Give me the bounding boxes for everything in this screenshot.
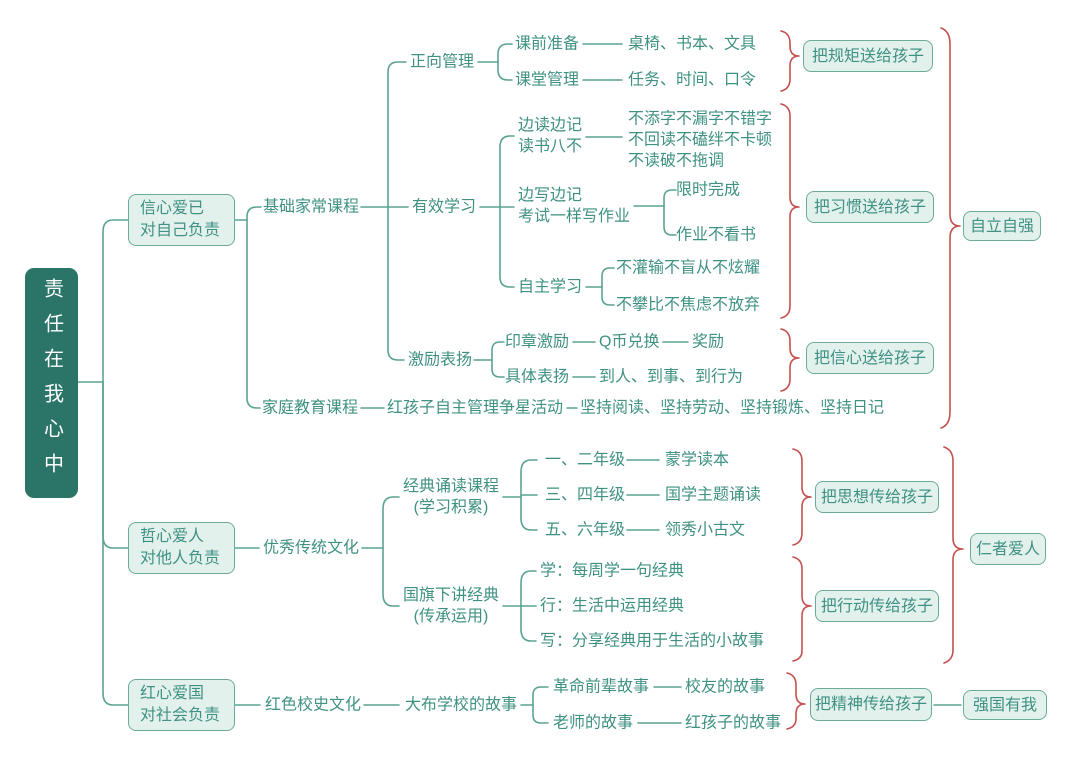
node-qcoin-exchange[interactable]: Q币兑换 <box>599 333 660 351</box>
node-stamp-incentive[interactable]: 印章激励 <box>505 333 570 351</box>
node-homework-no-book[interactable]: 作业不看书 <box>676 226 757 244</box>
node-red-kids-activity[interactable]: 红孩子自主管理争星活动 <box>387 399 564 417</box>
topic-positive-management[interactable]: 正向管理 <box>410 53 475 71</box>
node-teacher-stories[interactable]: 老师的故事 <box>553 714 634 732</box>
node-prep-items[interactable]: 桌椅、书本、文具 <box>628 35 757 53</box>
callout-confidence-to-kids[interactable]: 把信心送给孩子 <box>806 342 934 374</box>
node-red-kids-stories[interactable]: 红孩子的故事 <box>685 714 782 732</box>
node-eight-nos[interactable]: 不添字不漏字不错字 不回读不磕绊不卡顿 不读破不拖调 <box>628 110 773 170</box>
node-specific-praise[interactable]: 具体表扬 <box>505 368 570 386</box>
node-self-learning[interactable]: 自主学习 <box>518 278 583 296</box>
branch-philosophy[interactable]: 哲心爱人 对他人负责 <box>128 522 235 574</box>
node-class-items[interactable]: 任务、时间、口令 <box>628 71 757 89</box>
node-apply-classic[interactable]: 行：生活中运用经典 <box>540 597 685 615</box>
topic-traditional-culture[interactable]: 优秀传统文化 <box>263 539 360 557</box>
node-alumni-stories[interactable]: 校友的故事 <box>685 678 766 696</box>
topic-basic-course[interactable]: 基础家常课程 <box>263 198 360 216</box>
node-grade-1-2[interactable]: 一、二年级 <box>545 451 626 469</box>
node-persistence-items[interactable]: 坚持阅读、坚持劳动、坚持锻炼、坚持日记 <box>580 399 885 417</box>
root-topic[interactable]: 责任在我心中 <box>25 268 78 498</box>
callout-rules-to-kids[interactable]: 把规矩送给孩子 <box>803 40 933 72</box>
node-revolutionary-stories[interactable]: 革命前辈故事 <box>553 678 650 696</box>
topic-school-stories[interactable]: 大布学校的故事 <box>405 696 518 714</box>
callout-habits-to-kids[interactable]: 把习惯送给孩子 <box>806 191 934 223</box>
node-praise-targets[interactable]: 到人、到事、到行为 <box>599 368 744 386</box>
node-grade-5-6[interactable]: 五、六年级 <box>545 521 626 539</box>
callout-benevolence[interactable]: 仁者爱人 <box>970 533 1046 565</box>
node-class-prep[interactable]: 课前准备 <box>515 35 580 53</box>
node-write-classic[interactable]: 写：分享经典用于生活的小故事 <box>540 632 765 650</box>
topic-classic-reading[interactable]: 经典诵读课程 (学习积累) <box>403 478 500 516</box>
node-no-indoctrination[interactable]: 不灌输不盲从不炫耀 <box>616 259 761 277</box>
branch-patriotism[interactable]: 红心爱国 对社会负责 <box>128 679 235 731</box>
root-topic-label: 责任在我心中 <box>40 278 63 488</box>
branch-confidence[interactable]: 信心爱已 对自己负责 <box>128 194 235 246</box>
node-class-management[interactable]: 课堂管理 <box>515 71 580 89</box>
node-no-comparison[interactable]: 不攀比不焦虑不放弃 <box>616 296 761 314</box>
brace-marks <box>780 27 964 730</box>
node-write-note[interactable]: 边写边记 考试一样写作业 <box>518 187 631 225</box>
node-guoxue-reading[interactable]: 国学主题诵读 <box>665 486 762 504</box>
topic-family-education[interactable]: 家庭教育课程 <box>262 399 359 417</box>
callout-action-to-kids[interactable]: 把行动传给孩子 <box>815 590 939 622</box>
node-grade-3-4[interactable]: 三、四年级 <box>545 486 626 504</box>
topic-red-history[interactable]: 红色校史文化 <box>265 696 362 714</box>
callout-thought-to-kids[interactable]: 把思想传给孩子 <box>815 481 939 513</box>
node-mengxue-reader[interactable]: 蒙学读本 <box>665 451 730 469</box>
topic-incentive-praise[interactable]: 激励表扬 <box>408 351 473 369</box>
connector-lines <box>77 43 962 724</box>
callout-strong-nation[interactable]: 强国有我 <box>963 690 1047 720</box>
callout-self-reliance[interactable]: 自立自强 <box>963 211 1041 241</box>
topic-effective-learning[interactable]: 有效学习 <box>412 198 477 216</box>
node-timed-finish[interactable]: 限时完成 <box>676 181 741 199</box>
callout-spirit-to-kids[interactable]: 把精神传给孩子 <box>810 688 932 721</box>
node-small-classics[interactable]: 领秀小古文 <box>665 521 746 539</box>
node-learn-classic[interactable]: 学：每周学一句经典 <box>540 562 685 580</box>
topic-flag-classics[interactable]: 国旗下讲经典 (传承运用) <box>403 587 500 625</box>
node-read-note[interactable]: 边读边记 读书八不 <box>518 117 583 155</box>
node-reward[interactable]: 奖励 <box>692 333 725 351</box>
